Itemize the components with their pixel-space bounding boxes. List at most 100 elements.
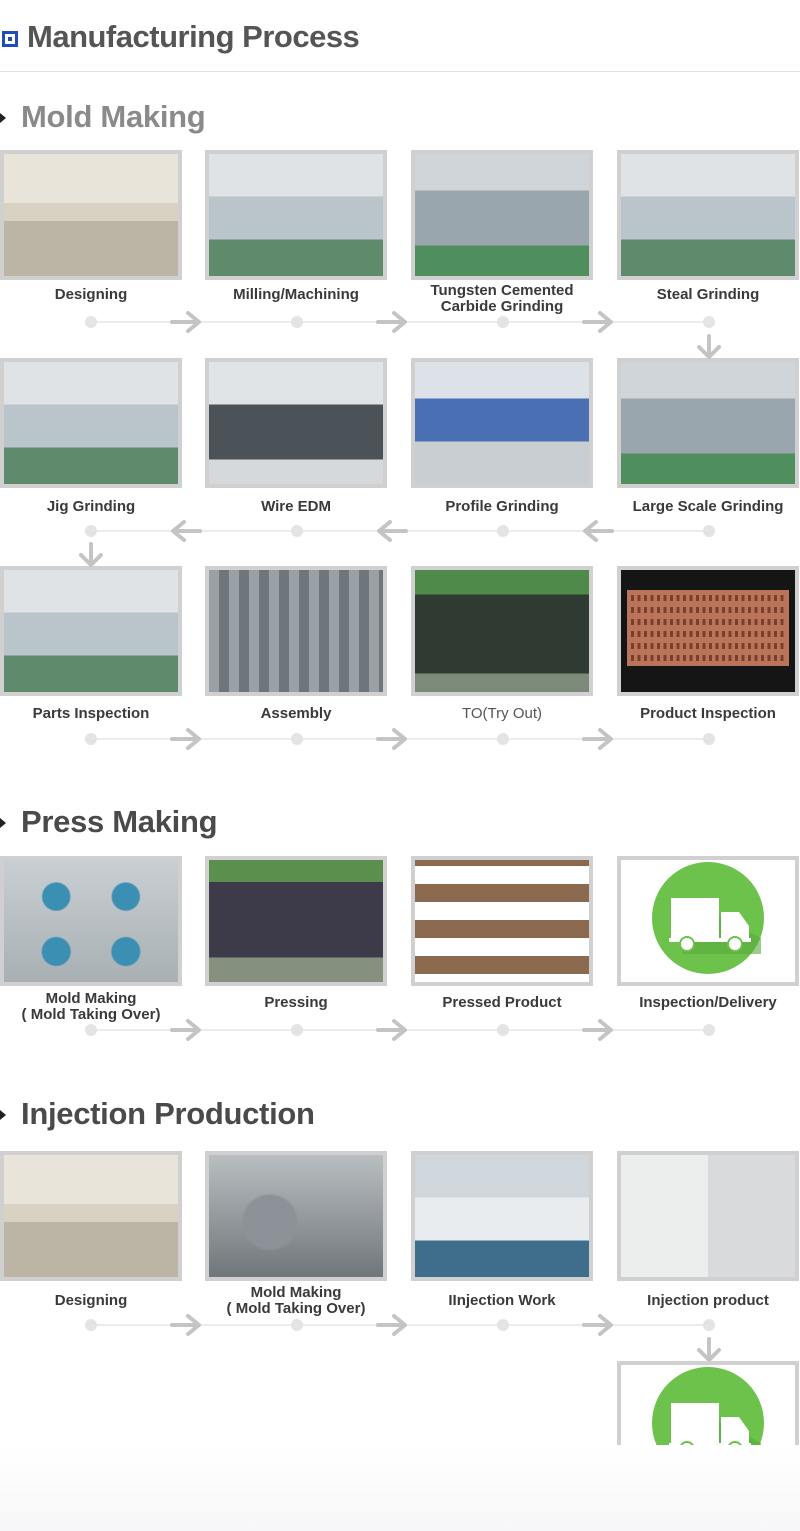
step-label: Product Inspection: [597, 706, 800, 722]
step-label-line: Designing: [54, 1292, 128, 1309]
section-title-injection: Injection Production: [21, 1096, 315, 1131]
section-title-mold: Mold Making: [21, 99, 206, 134]
photo-workshop: [621, 154, 795, 276]
step-label: Injection product: [597, 1293, 800, 1309]
photo-metal: [209, 570, 383, 692]
photo-dark: [209, 362, 383, 484]
step-photo: [205, 150, 387, 280]
arrow-right-icon: [168, 309, 204, 335]
arrow-right-icon: [580, 1312, 616, 1338]
step-label: Milling/Machining: [185, 287, 407, 303]
arrow-right-icon: [374, 309, 410, 335]
arrow-right-icon: [580, 1017, 616, 1043]
step-label: Profile Grinding: [391, 499, 613, 515]
connector-dot: [497, 733, 509, 745]
photo-part: [621, 1155, 795, 1277]
arrow-down-icon: [691, 1337, 727, 1363]
step-mold-1: Designing: [0, 150, 182, 303]
connector-dot: [703, 1319, 715, 1331]
photo-office: [4, 154, 178, 276]
step-mold-8: Large Scale Grinding: [617, 358, 799, 515]
step-label: TO(Try Out): [391, 706, 613, 722]
arrow-right-icon: [580, 309, 616, 335]
connector-dot: [85, 733, 97, 745]
photo-press: [415, 570, 589, 692]
photo-workshop: [4, 362, 178, 484]
page-header: Manufacturing Process: [0, 0, 800, 72]
step-label-line: Mold Making: [45, 990, 137, 1007]
step-label-line: Assembly: [260, 705, 332, 722]
arrow-right-icon: [168, 726, 204, 752]
step-photo: [0, 856, 182, 986]
step-label-line: Carbide Grinding: [440, 298, 564, 315]
connector-dot: [85, 316, 97, 328]
connector-dot: [85, 1024, 97, 1036]
square-bullet-icon: [2, 31, 18, 47]
step-photo: [205, 566, 387, 696]
step-photo: [0, 1151, 182, 1281]
connector-dot: [291, 1024, 303, 1036]
connector-dot: [497, 1319, 509, 1331]
photo-office: [4, 1155, 178, 1277]
connector-dot: [85, 525, 97, 537]
connector-dot: [703, 316, 715, 328]
connector-dot: [497, 525, 509, 537]
connector-dot: [703, 733, 715, 745]
step-label: Designing: [0, 1293, 202, 1309]
step-label: Large Scale Grinding: [597, 499, 800, 515]
step-photo: [205, 358, 387, 488]
step-label: Assembly: [185, 706, 407, 722]
step-label: IInjection Work: [391, 1293, 613, 1309]
step-photo: [411, 358, 593, 488]
arrow-right-icon: [374, 726, 410, 752]
step-label: Parts Inspection: [0, 706, 202, 722]
section-arrow-icon: [0, 113, 6, 123]
connector-dot: [291, 316, 303, 328]
step-label: Mold Making( Mold Taking Over): [185, 1285, 407, 1317]
step-label: Steal Grinding: [597, 287, 800, 303]
photo-blue: [415, 362, 589, 484]
step-mold-12: Product Inspection: [617, 566, 799, 722]
step-label-line: Parts Inspection: [32, 705, 150, 722]
step-photo: [411, 150, 593, 280]
photo-pressing: [209, 860, 383, 982]
photo-machine: [621, 362, 795, 484]
photo-injmold: [209, 1155, 383, 1277]
photo-injwork: [415, 1155, 589, 1277]
step-label-line: Designing: [54, 286, 128, 303]
step-label-line: Milling/Machining: [233, 286, 359, 303]
connector-dot: [703, 525, 715, 537]
step-label-line: Pressing: [264, 994, 328, 1011]
step-label: Inspection/Delivery: [597, 995, 800, 1011]
connector-dot: [291, 525, 303, 537]
photo-machine: [415, 154, 589, 276]
step-photo: [411, 856, 593, 986]
step-label: Designing: [0, 287, 202, 303]
step-mold-6: Wire EDM: [205, 358, 387, 515]
step-mold-7: Profile Grinding: [411, 358, 593, 515]
step-photo: [205, 1151, 387, 1281]
step-label-line: ( Mold Taking Over): [21, 1006, 161, 1023]
photo-copper: [621, 570, 795, 692]
arrow-right-icon: [580, 726, 616, 752]
step-label-line: Injection product: [647, 1292, 769, 1309]
step-mold-11: TO(Try Out): [411, 566, 593, 722]
arrow-left-icon: [580, 518, 616, 544]
step-label-line: Large Scale Grinding: [632, 498, 784, 515]
step-label-line: Steal Grinding: [656, 286, 760, 303]
step-label-line: Product Inspection: [640, 705, 776, 722]
arrow-down-icon: [73, 542, 109, 568]
connector-dot: [703, 1024, 715, 1036]
step-photo: [617, 856, 799, 986]
arrow-left-icon: [168, 518, 204, 544]
step-press-2: Pressing: [205, 856, 387, 1011]
step-label-line: Mold Making: [250, 1284, 342, 1301]
step-photo: [0, 358, 182, 488]
step-label-line: Tungsten Cemented: [430, 282, 574, 299]
arrow-right-icon: [168, 1017, 204, 1043]
step-photo: [0, 566, 182, 696]
step-label-line: Inspection/Delivery: [639, 994, 777, 1011]
step-label-line: ( Mold Taking Over): [226, 1300, 366, 1317]
